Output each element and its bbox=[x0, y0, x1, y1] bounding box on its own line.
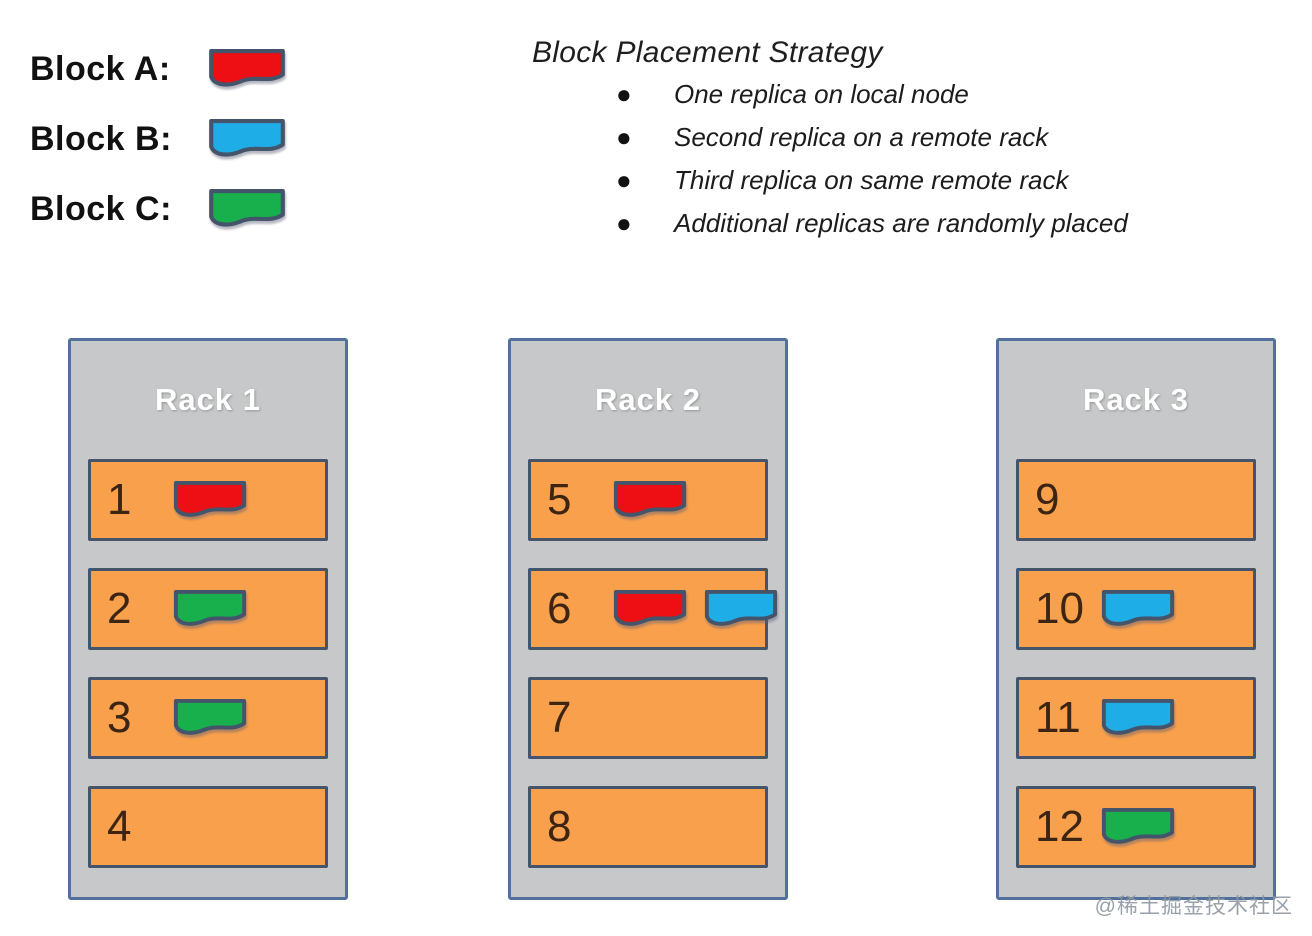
node-3-blocks bbox=[171, 697, 249, 740]
node-1: 1 bbox=[88, 459, 328, 541]
strategy-bullet-4: ● Additional replicas are randomly place… bbox=[616, 209, 1128, 237]
node-12: 12 bbox=[1016, 786, 1256, 868]
rack-2: Rack 2 5 6 7 8 bbox=[508, 338, 788, 900]
node-1-blocks bbox=[171, 479, 249, 522]
strategy-title: Block Placement Strategy bbox=[532, 36, 883, 69]
node-number: 12 bbox=[1035, 802, 1084, 851]
block-b-chip bbox=[704, 589, 778, 626]
node-number: 4 bbox=[107, 802, 132, 851]
node-number: 6 bbox=[547, 584, 572, 633]
legend-label-block-a: Block A: bbox=[30, 49, 171, 88]
rack-3-title: Rack 3 bbox=[1083, 382, 1189, 417]
node-2-blocks bbox=[171, 588, 249, 631]
strategy-bullet-text: Additional replicas are randomly placed bbox=[674, 208, 1128, 238]
legend-label-block-b: Block B: bbox=[30, 119, 172, 158]
node-6-blocks bbox=[611, 588, 780, 631]
node-number: 2 bbox=[107, 584, 132, 633]
strategy-bullet-text: Third replica on same remote rack bbox=[674, 165, 1069, 195]
strategy-bullet-2: ● Second replica on a remote rack bbox=[616, 123, 1128, 151]
node-10: 10 bbox=[1016, 568, 1256, 650]
node-5: 5 bbox=[528, 459, 768, 541]
strategy-bullet-3: ● Third replica on same remote rack bbox=[616, 166, 1128, 194]
block-a-chip bbox=[613, 480, 687, 517]
node-11: 11 bbox=[1016, 677, 1256, 759]
node-number: 7 bbox=[547, 693, 572, 742]
block-c-chip bbox=[173, 698, 247, 735]
strategy-bullet-1: ● One replica on local node bbox=[616, 80, 1128, 108]
rack-1: Rack 1 1 2 3 4 bbox=[68, 338, 348, 900]
node-number: 8 bbox=[547, 802, 572, 851]
watermark: @稀土掘金技术社区 bbox=[1094, 895, 1293, 918]
block-c-chip bbox=[1101, 807, 1175, 844]
block-legend: Block A: Block B: Block C: bbox=[30, 48, 290, 230]
legend-label-block-c: Block C: bbox=[30, 189, 172, 228]
block-c-chip bbox=[173, 589, 247, 626]
node-3: 3 bbox=[88, 677, 328, 759]
node-number: 9 bbox=[1035, 475, 1060, 524]
node-6: 6 bbox=[528, 568, 778, 650]
block-a-chip bbox=[613, 589, 687, 626]
legend-row-block-a: Block A: bbox=[30, 48, 290, 90]
node-2: 2 bbox=[88, 568, 328, 650]
node-number: 3 bbox=[107, 693, 132, 742]
strategy-bullet-text: One replica on local node bbox=[674, 79, 969, 109]
rack-3: Rack 3 9 10 11 12 bbox=[996, 338, 1276, 900]
block-c-swatch bbox=[209, 189, 285, 227]
rack-2-title: Rack 2 bbox=[595, 382, 701, 417]
node-10-blocks bbox=[1099, 588, 1177, 631]
legend-swatch-slot-a bbox=[206, 47, 290, 91]
bullet-dot-icon: ● bbox=[616, 208, 632, 238]
block-a-chip bbox=[173, 480, 247, 517]
legend-row-block-c: Block C: bbox=[30, 188, 290, 230]
legend-swatch-slot-c bbox=[206, 187, 290, 231]
node-9: 9 bbox=[1016, 459, 1256, 541]
node-number: 1 bbox=[107, 475, 132, 524]
legend-swatch-slot-b bbox=[206, 117, 290, 161]
node-4: 4 bbox=[88, 786, 328, 868]
rack-1-nodes: 1 2 3 4 bbox=[71, 459, 345, 868]
node-8: 8 bbox=[528, 786, 768, 868]
node-5-blocks bbox=[611, 479, 689, 522]
strategy-bullet-list: ● One replica on local node ● Second rep… bbox=[616, 80, 1128, 252]
block-a-swatch bbox=[209, 49, 285, 87]
block-b-chip bbox=[1101, 589, 1175, 626]
rack-1-title: Rack 1 bbox=[155, 382, 261, 417]
node-number: 5 bbox=[547, 475, 572, 524]
rack-3-nodes: 9 10 11 12 bbox=[999, 459, 1273, 868]
bullet-dot-icon: ● bbox=[616, 79, 632, 109]
node-11-blocks bbox=[1099, 697, 1177, 740]
block-b-swatch bbox=[209, 119, 285, 157]
node-number: 10 bbox=[1035, 584, 1084, 633]
block-b-chip bbox=[1101, 698, 1175, 735]
legend-row-block-b: Block B: bbox=[30, 118, 290, 160]
bullet-dot-icon: ● bbox=[616, 165, 632, 195]
rack-2-nodes: 5 6 7 8 bbox=[511, 459, 785, 868]
node-number: 11 bbox=[1035, 693, 1081, 742]
node-12-blocks bbox=[1099, 806, 1177, 849]
node-7: 7 bbox=[528, 677, 768, 759]
bullet-dot-icon: ● bbox=[616, 122, 632, 152]
strategy-bullet-text: Second replica on a remote rack bbox=[674, 122, 1049, 152]
